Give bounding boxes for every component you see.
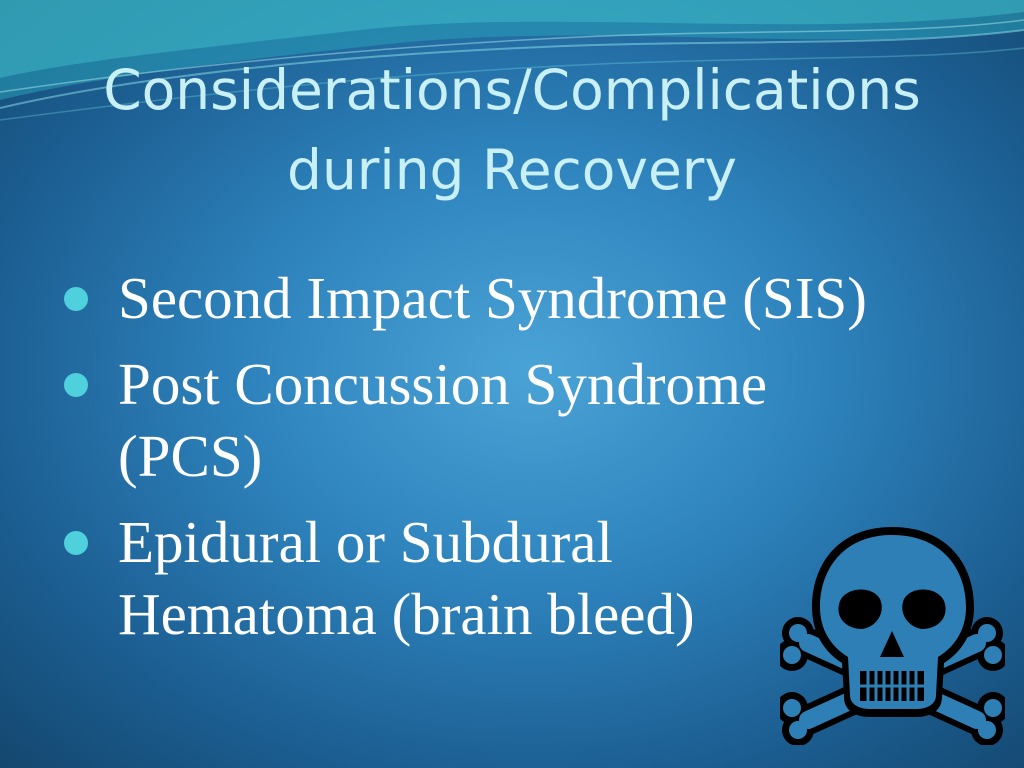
bullet-text: Second Impact Syndrome (SIS) <box>118 265 867 331</box>
bullet-text: Post Concussion Syndrome (PCS) <box>118 351 768 489</box>
bullet-list: Second Impact Syndrome (SIS) Post Concus… <box>60 262 960 664</box>
slide-title: Considerations/Complications during Reco… <box>40 50 984 210</box>
bullet-text: Epidural or Subdural Hematoma (brain ble… <box>118 509 695 647</box>
wave-decoration <box>0 0 1024 121</box>
bullet-dot-icon <box>64 373 88 397</box>
bullet-item: Epidural or Subdural Hematoma (brain ble… <box>60 506 960 650</box>
skull-and-crossbones-icon <box>780 527 1005 745</box>
slide-title-line-2: during Recovery <box>287 138 737 202</box>
bullet-dot-icon <box>64 287 88 311</box>
bullet-item: Post Concussion Syndrome (PCS) <box>60 348 960 492</box>
bullet-item: Second Impact Syndrome (SIS) <box>60 262 960 334</box>
bullet-dot-icon <box>64 531 88 555</box>
slide-title-line-1: Considerations/Complications <box>103 58 921 122</box>
